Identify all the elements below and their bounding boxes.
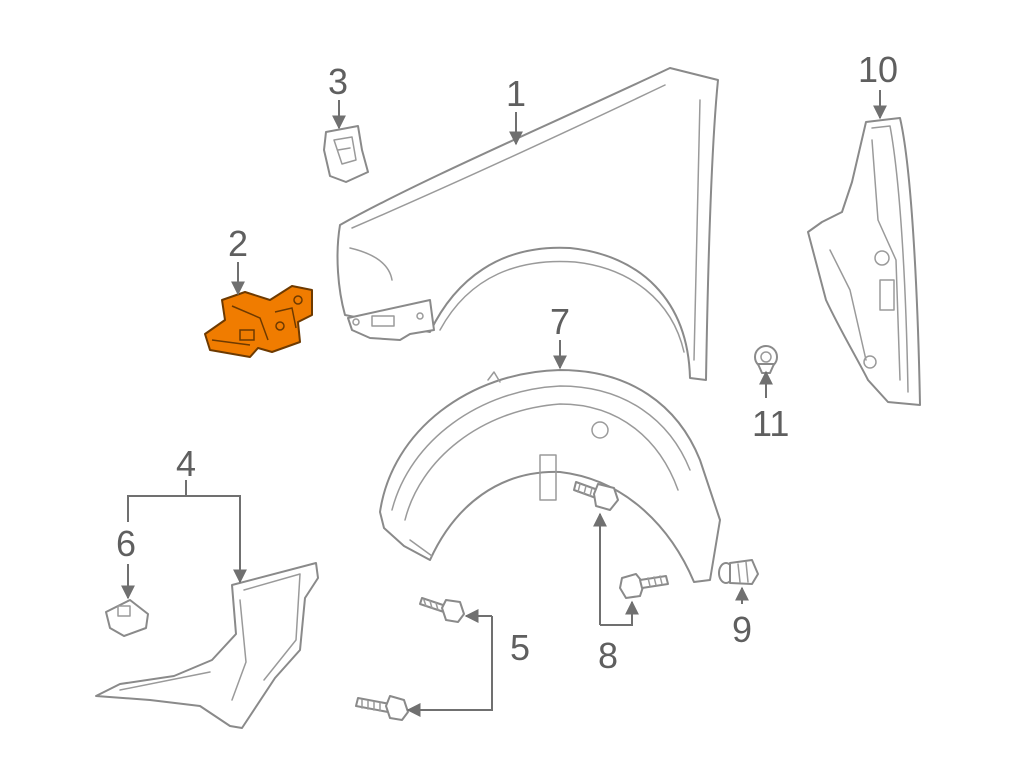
callout-3: 3 xyxy=(328,61,348,102)
callout-2: 2 xyxy=(228,223,248,264)
callout-5: 5 xyxy=(510,627,530,668)
bolt-8b-part[interactable] xyxy=(619,573,669,599)
callout-8: 8 xyxy=(598,635,618,676)
wheel-liner-part[interactable] xyxy=(379,369,721,583)
bolt-lower-part[interactable] xyxy=(355,695,409,721)
callout-6: 6 xyxy=(116,523,136,564)
callout-7: 7 xyxy=(550,301,570,342)
side-bracket-part[interactable] xyxy=(807,117,921,406)
fender-bracket-part[interactable] xyxy=(204,285,313,358)
upper-bracket-part[interactable] xyxy=(323,125,369,183)
callout-9: 9 xyxy=(732,609,752,650)
callout-1: 1 xyxy=(506,73,526,114)
push-clip-part[interactable] xyxy=(718,559,759,585)
clip-part[interactable] xyxy=(754,345,778,374)
callout-4: 4 xyxy=(176,443,196,484)
callout-10: 10 xyxy=(858,49,898,90)
fender-part[interactable] xyxy=(336,67,719,381)
splash-shield-part[interactable] xyxy=(95,562,319,729)
bolt-8a-part[interactable] xyxy=(573,481,619,511)
callout-11: 11 xyxy=(752,403,789,444)
leader-lines xyxy=(121,90,887,717)
nut-clip-part[interactable] xyxy=(105,599,149,637)
callout-labels: 1 2 3 4 5 6 7 8 9 10 11 xyxy=(116,49,898,676)
bolt-upper-part[interactable] xyxy=(419,597,465,623)
